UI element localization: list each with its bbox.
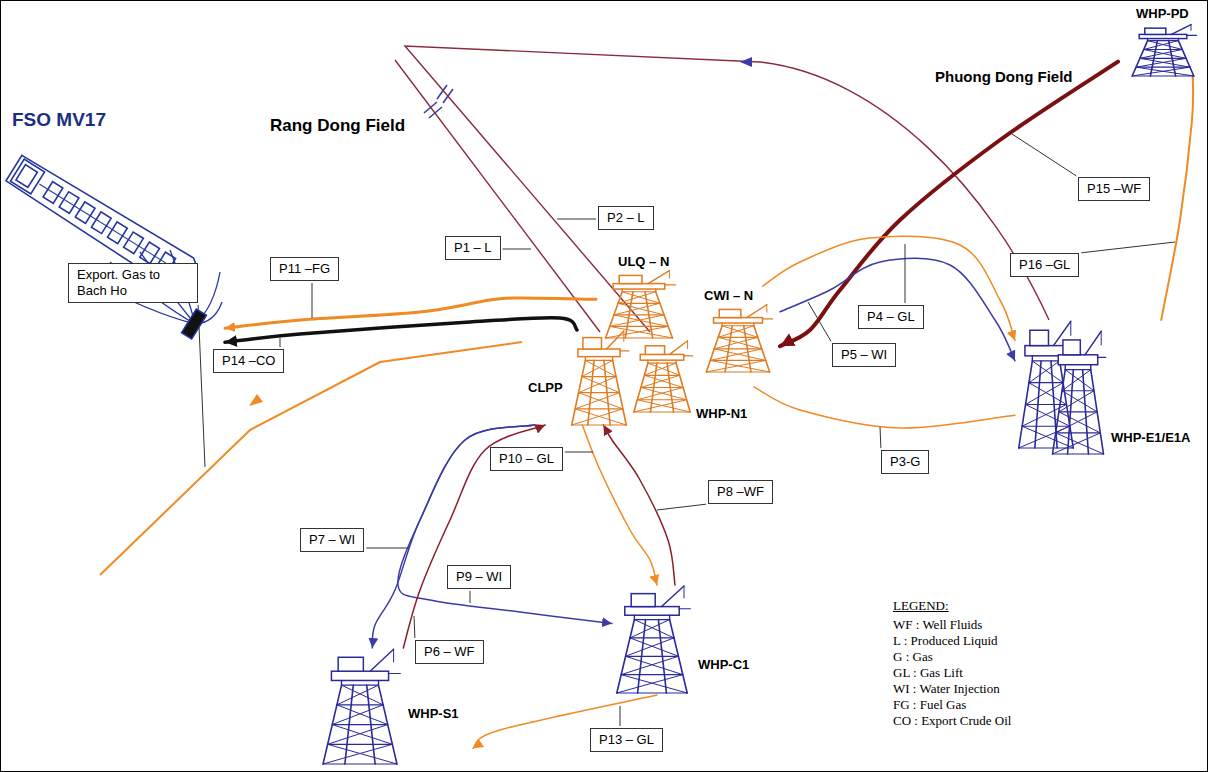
platform: ULQ – N <box>596 252 682 338</box>
pipeline-tag: P7 – WI <box>300 528 364 552</box>
pipeline <box>398 425 612 624</box>
legend-entry: GL : Gas Lift <box>893 665 963 681</box>
pipeline <box>780 62 1118 347</box>
leader-line <box>620 706 621 726</box>
pipeline <box>582 425 657 585</box>
platform-label: CLPP <box>528 380 563 395</box>
pipeline-tag: P9 – WI <box>447 565 511 589</box>
platform-icon <box>612 585 762 695</box>
legend-entry: FG : Fuel Gas <box>893 697 966 713</box>
platform-label: ULQ – N <box>618 254 669 269</box>
pipeline-tag: P11 –FG <box>270 257 339 281</box>
ship-drawing <box>10 112 225 347</box>
jacket-structure <box>1132 25 1196 76</box>
jacket-structure <box>606 271 676 338</box>
platform-label: WHP-PD <box>1136 6 1189 21</box>
pipeline-tag: P8 –WF <box>708 480 773 504</box>
pipeline <box>780 258 1015 361</box>
legend-heading: LEGEND: <box>893 598 949 614</box>
fso-vessel: FSO MV17 <box>10 112 225 347</box>
leader-line <box>905 244 906 303</box>
pipeline-tag: P1 – L <box>445 236 501 260</box>
pipeline-tag: P3-G <box>881 450 929 474</box>
flow-arrow <box>249 394 263 406</box>
leader-line <box>880 427 882 448</box>
pipeline <box>754 387 1015 428</box>
pipeline-tag: P4 – GL <box>858 305 924 329</box>
leader-line <box>808 302 831 341</box>
platform-label: WHP-S1 <box>408 706 459 721</box>
pipeline-p1 <box>395 60 600 332</box>
leader-line <box>565 452 593 453</box>
platform: CWI – N <box>694 286 780 372</box>
legend-entry: G : Gas <box>893 649 933 665</box>
pipeline <box>225 318 577 343</box>
pipeline-tag: P6 – WF <box>415 640 484 664</box>
export-gas-line <box>100 342 522 575</box>
pipeline-tag: P10 – GL <box>490 447 563 471</box>
flow-arrow <box>740 57 752 67</box>
leader-line <box>1081 242 1175 253</box>
leader-line <box>557 219 596 220</box>
leader-line <box>503 249 531 250</box>
leader-line <box>414 616 416 638</box>
field-name: Phuong Dong Field <box>935 68 1072 85</box>
platform-label: WHP-C1 <box>698 657 749 672</box>
jacket-structure <box>1052 331 1105 454</box>
platform: WHP-C1 <box>612 585 762 695</box>
legend-entry: CO : Export Crude Oil <box>893 713 1011 729</box>
platform: WHP-PD <box>1118 4 1206 76</box>
jacket-structure <box>572 331 629 425</box>
platform: WHP-N1 <box>630 340 754 425</box>
pipeline <box>1161 76 1193 320</box>
platform-icon <box>524 330 630 425</box>
pipeline-tag: P16 –GL <box>1010 253 1079 277</box>
platform: WHP-S1 <box>318 648 473 766</box>
leader-line <box>657 504 706 510</box>
platform-label: WHP-E1/E1A <box>1111 430 1190 445</box>
break-mark <box>424 85 453 118</box>
pipeline-tag: P2 – L <box>598 206 654 230</box>
leader-line <box>198 305 205 467</box>
legend-entry: L : Produced Liquid <box>893 633 998 649</box>
legend-entry: WI : Water Injection <box>893 681 1000 697</box>
pipeline-tag: P15 –WF <box>1078 177 1150 201</box>
export-note: Export. Gas to Bach Ho <box>68 263 198 303</box>
pipeline-tag: P14 –CO <box>213 349 284 373</box>
leader-line <box>312 283 313 318</box>
leader-line <box>366 548 409 549</box>
jacket-structure <box>617 586 691 693</box>
platform-label: WHP-N1 <box>696 406 747 421</box>
jacket-structure <box>634 341 693 412</box>
leader-line <box>280 338 281 347</box>
pipeline-tag: P13 – GL <box>590 728 663 752</box>
platform: CLPP <box>524 330 630 425</box>
field-name: Rang Dong Field <box>270 116 405 136</box>
leader-line <box>470 591 471 603</box>
pipeline <box>604 425 676 585</box>
leader-line <box>1012 134 1076 176</box>
mooring-buoy <box>181 309 206 339</box>
pipeline <box>225 298 596 328</box>
platform-label: CWI – N <box>704 288 753 303</box>
jacket-structure <box>706 305 772 372</box>
platform: WHP-E1/E1A <box>1015 320 1187 456</box>
pipeline-p2 <box>405 46 1049 332</box>
pipeline <box>763 236 1015 340</box>
platform-label: FSO MV17 <box>12 112 106 127</box>
jacket-structure <box>323 649 400 764</box>
legend-entry: WF : Well Fluids <box>893 617 982 633</box>
pipeline-tag: P5 – WI <box>832 343 896 367</box>
